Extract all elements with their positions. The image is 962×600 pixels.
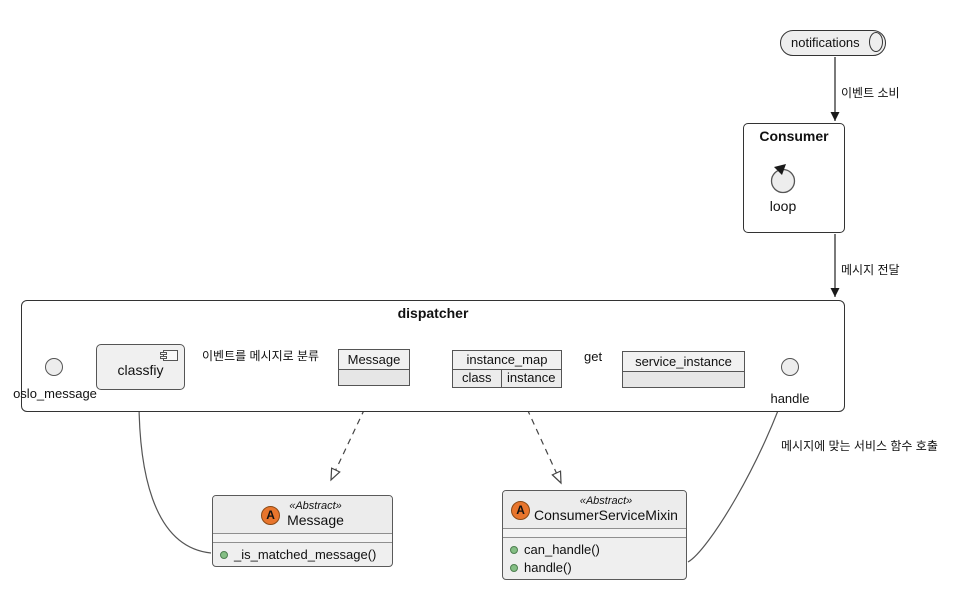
edge-label-classify: 이벤트를 메시지로 분류 (202, 349, 320, 363)
mixin-class-name: ConsumerServiceMixin (534, 507, 678, 524)
queue-cylinder-icon (869, 32, 883, 52)
loop-icon (770, 164, 796, 194)
edge-label-get: get (584, 349, 603, 364)
method-row: can_handle() (510, 542, 679, 557)
oslo-message-circle (45, 358, 63, 376)
service-instance-title: service_instance (623, 352, 744, 372)
public-visibility-icon (510, 563, 518, 572)
mixin-class-fields (503, 528, 686, 539)
message-class: A «Abstract» Message _is_matched_message… (212, 495, 393, 568)
edge-label-deliver: 메시지 전달 (841, 263, 900, 277)
method-row: handle() (510, 560, 679, 575)
edge-label-call-service: 메시지에 맞는 서비스 함수 호출 (781, 439, 938, 453)
message-class-method: _is_matched_message() (234, 547, 377, 563)
consumer-node: Consumer loop (743, 123, 845, 233)
oslo-message-label: oslo_message (13, 386, 97, 401)
consumer-title: Consumer (759, 128, 829, 144)
component-icon (160, 350, 178, 361)
service-instance-node: service_instance (622, 351, 745, 388)
mixin-class-stereotype: «Abstract» (579, 495, 633, 507)
loop-label: loop (769, 198, 797, 214)
message-map-title: Message (339, 350, 409, 370)
handle-circle (781, 358, 799, 376)
message-class-fields (213, 533, 392, 544)
classfiy-node: classfiy (96, 344, 185, 390)
dispatcher-title: dispatcher (397, 305, 469, 321)
classfiy-label: classfiy (117, 362, 164, 378)
message-class-name: Message (287, 512, 344, 529)
edge-classfiy-to-messageclass (138, 390, 212, 554)
instance-map-node: instance_map class instance (452, 350, 562, 388)
message-map-node: Message (338, 349, 410, 386)
notifications-queue: notifications (780, 30, 886, 56)
mixin-class-method: handle() (524, 560, 572, 576)
mixin-class-method: can_handle() (524, 542, 600, 558)
instance-map-title: instance_map (453, 351, 561, 370)
handle-label: handle (770, 391, 810, 406)
service-instance-empty-row (623, 372, 744, 387)
abstract-spot-icon: A (261, 505, 281, 525)
public-visibility-icon (510, 545, 518, 554)
instance-map-cell-instance: instance (500, 370, 561, 387)
notifications-label: notifications (791, 35, 860, 50)
message-class-stereotype: «Abstract» (289, 500, 342, 512)
message-map-empty-row (339, 370, 409, 385)
abstract-spot-icon: A (511, 500, 531, 520)
mixin-class: A «Abstract» ConsumerServiceMixin can_ha… (502, 490, 687, 581)
edge-label-consume: 이벤트 소비 (841, 86, 900, 100)
method-row: _is_matched_message() (220, 547, 385, 562)
instance-map-cell-class: class (461, 370, 492, 385)
public-visibility-icon (220, 550, 228, 559)
